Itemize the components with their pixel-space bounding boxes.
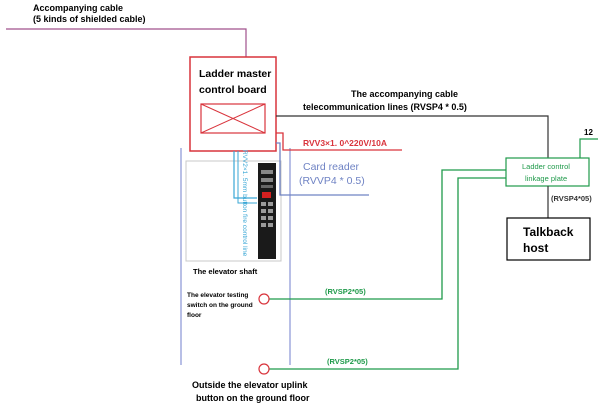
linkage-plate — [505, 157, 590, 187]
telecom-label-1: The accompanying cable — [351, 89, 458, 99]
power-line — [276, 132, 402, 151]
telecom-line — [276, 115, 549, 158]
talkback-host-box — [506, 217, 591, 261]
testing-switch-icon — [258, 293, 270, 305]
controller-button-3 — [261, 185, 273, 188]
rvsp2-lower-label: (RVSP2*05) — [327, 357, 368, 366]
accompanying-cable-line — [6, 28, 247, 57]
controller-keypad-e — [261, 216, 266, 220]
card-reader-label-1: Card reader — [303, 161, 360, 173]
controller-button-2 — [261, 178, 273, 182]
controller-keypad-b — [268, 202, 273, 206]
uplink-label-1: Outside the elevator uplink — [192, 380, 309, 390]
accompanying-cable-label-1: Accompanying cable — [33, 3, 123, 13]
linkage-label-2: linkage plate — [525, 174, 567, 183]
controller-keypad-a — [261, 202, 266, 206]
controller-keypad-f — [268, 216, 273, 220]
testing-switch-label-1: The elevator testing — [187, 292, 248, 299]
talkback-label-2: host — [523, 241, 548, 255]
rvv2-vertical-label: RVV2×1. 5mm button fire control line — [241, 150, 248, 257]
telecom-label-2: telecommunication lines (RVSP4 * 0.5) — [303, 102, 467, 112]
master-board-inner-box — [200, 103, 266, 134]
testing-switch-label-3: floor — [187, 312, 202, 319]
number-12-label: 12 — [584, 128, 593, 137]
testing-switch-label-2: switch on the ground — [187, 302, 253, 309]
controller-keypad-d — [268, 209, 273, 213]
uplink-button-wire — [269, 177, 506, 370]
card-reader-line — [276, 142, 369, 196]
master-board-label-1: Ladder master — [199, 68, 271, 80]
power-line-label: RVV3×1. 0^220V/10A — [303, 138, 387, 148]
controller-button-1 — [261, 170, 273, 174]
rvsp2-upper-label: (RVSP2*05) — [325, 287, 366, 296]
uplink-label-2: button on the ground floor — [196, 393, 310, 403]
master-board-label-2: control board — [199, 84, 267, 96]
card-reader-label-2: (RVVP4 * 0.5) — [299, 175, 365, 187]
controller-keypad-h — [268, 223, 273, 227]
talkback-label-1: Talkback — [523, 225, 574, 239]
rvsp4-label: (RVSP4*05) — [551, 194, 592, 203]
rvv2-line-2 — [237, 151, 257, 204]
elevator-shaft-label: The elevator shaft — [193, 267, 258, 276]
controller-red-indicator — [262, 192, 271, 198]
accompanying-cable-label-2: (5 kinds of shielded cable) — [33, 14, 146, 24]
linkage-label-1: Ladder control — [522, 162, 570, 171]
testing-switch-wire — [269, 169, 506, 300]
rvv2-line — [233, 151, 257, 199]
linkage-12-line — [579, 138, 598, 158]
uplink-button-icon — [258, 363, 270, 375]
controller-keypad-c — [261, 209, 266, 213]
master-board-cross-2 — [200, 103, 266, 134]
elevator-controller-unit — [258, 163, 276, 259]
controller-keypad-g — [261, 223, 266, 227]
